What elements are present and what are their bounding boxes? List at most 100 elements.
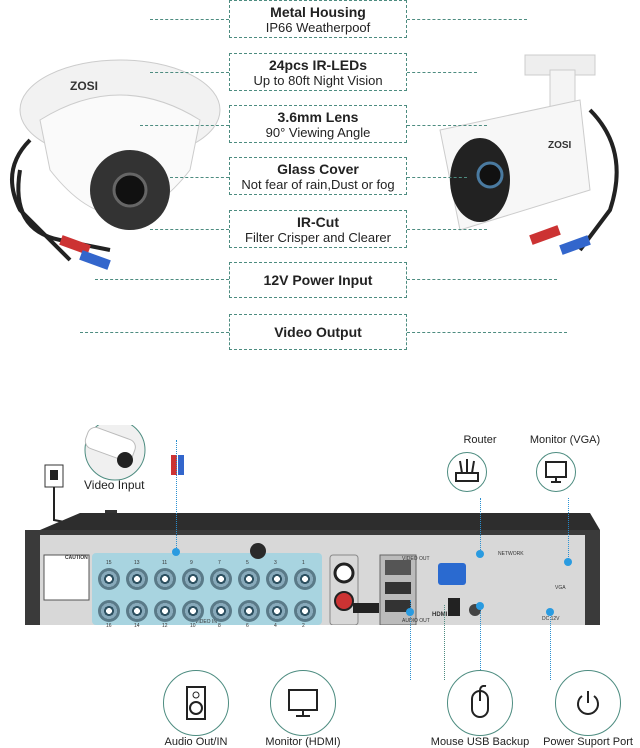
hdmi-line — [444, 605, 445, 680]
bnc-port — [294, 568, 316, 590]
port-number: 5 — [246, 560, 249, 566]
feature-title: Video Output — [274, 324, 362, 340]
feature-lens: 3.6mm Lens 90° Viewing Angle — [229, 105, 407, 143]
connector-line — [407, 125, 487, 126]
port-number: 12 — [162, 623, 168, 629]
feature-video-output: Video Output — [229, 314, 407, 350]
port-number: 8 — [218, 623, 221, 629]
feature-ir-cut: IR-Cut Filter Crisper and Clearer — [229, 210, 407, 248]
connector-line — [407, 229, 487, 230]
router-icon — [447, 452, 487, 492]
network-dot — [476, 550, 484, 558]
feature-title: IR-Cut — [297, 213, 339, 230]
audio-dot — [406, 608, 414, 616]
router-line — [480, 498, 481, 554]
vga-label: VGA — [555, 585, 566, 591]
monitor-hdmi-label: Monitor (HDMI) — [265, 736, 341, 748]
connector-line — [150, 19, 229, 20]
connector-line — [150, 229, 229, 230]
port-number: 10 — [190, 623, 196, 629]
feature-power-input: 12V Power Input — [229, 262, 407, 298]
port-number: 9 — [190, 560, 193, 566]
connector-line — [80, 332, 229, 333]
connector-line — [170, 177, 229, 178]
bnc-port — [210, 600, 232, 622]
monitor-vga-label: Monitor (VGA) — [529, 434, 601, 446]
port-number: 7 — [218, 560, 221, 566]
vga-dot — [564, 558, 572, 566]
feature-metal-housing: Metal Housing IP66 Weatherpoof — [229, 0, 407, 38]
bnc-port — [154, 568, 176, 590]
video-in-label: VIDEO IN — [195, 619, 217, 625]
bnc-port — [266, 600, 288, 622]
audio-speaker-icon — [163, 670, 229, 736]
bnc-port — [182, 600, 204, 622]
power-icon — [555, 670, 621, 736]
mouse-icon — [447, 670, 513, 736]
monitor-vga-icon — [536, 452, 576, 492]
bnc-port — [238, 568, 260, 590]
feature-subtitle: Up to 80ft Night Vision — [253, 72, 383, 88]
monitor-hdmi-icon — [270, 670, 336, 736]
svg-text:ZOSI: ZOSI — [548, 140, 572, 151]
vga-line — [568, 498, 569, 563]
port-number: 14 — [134, 623, 140, 629]
bnc-port — [294, 600, 316, 622]
connector-line — [407, 177, 467, 178]
video-input-dot — [172, 548, 180, 556]
connector-line — [95, 279, 229, 280]
audio-out-label: AUDIO OUT — [402, 618, 430, 624]
feature-title: 24pcs IR-LEDs — [268, 56, 368, 73]
feature-subtitle: Not fear of rain,Dust or fog — [241, 176, 395, 192]
feature-subtitle: IP66 Weatherpoof — [265, 19, 371, 35]
bnc-port — [238, 600, 260, 622]
feature-subtitle: Filter Crisper and Clearer — [245, 229, 391, 245]
port-number: 1 — [302, 560, 305, 566]
feature-ir-leds: 24pcs IR-LEDs Up to 80ft Night Vision — [229, 53, 407, 91]
video-input-label: Video Input — [84, 478, 145, 492]
bnc-port — [126, 568, 148, 590]
bnc-port — [126, 600, 148, 622]
port-number: 3 — [274, 560, 277, 566]
bnc-port — [98, 600, 120, 622]
feature-title: Metal Housing — [270, 3, 366, 20]
connector-line — [407, 279, 557, 280]
connector-line — [407, 332, 567, 333]
cameras-illustration: ZOSI ZOSI — [10, 54, 619, 270]
svg-text:ZOSI: ZOSI — [70, 79, 98, 93]
port-number: 13 — [134, 560, 140, 566]
bnc-port — [154, 600, 176, 622]
connector-line — [140, 125, 229, 126]
power-line — [550, 612, 551, 680]
video-input-line — [176, 440, 177, 552]
router-label: Router — [463, 434, 497, 446]
usb-label: Mouse USB Backup — [430, 736, 530, 748]
usb-dot — [476, 602, 484, 610]
network-label: NETWORK — [498, 551, 524, 557]
feature-glass-cover: Glass Cover Not fear of rain,Dust or fog — [229, 157, 407, 195]
bnc-port — [98, 568, 120, 590]
power-label: Power Suport Port — [543, 736, 633, 748]
port-number: 15 — [106, 560, 112, 566]
dome-camera: ZOSI — [10, 59, 221, 270]
feature-title: 3.6mm Lens — [277, 108, 359, 125]
feature-subtitle: 90° Viewing Angle — [265, 124, 371, 140]
port-number: 4 — [274, 623, 277, 629]
audio-line — [410, 600, 411, 680]
audio-label: Audio Out/IN — [164, 736, 228, 748]
connector-line — [150, 72, 229, 73]
caution-label: CAUTION — [65, 555, 88, 561]
hdmi-label: HDMI — [432, 612, 448, 618]
power-dot — [546, 608, 554, 616]
bullet-camera: ZOSI — [439, 54, 619, 255]
connector-line — [407, 19, 527, 20]
usb-line — [480, 605, 481, 680]
port-number: 11 — [162, 560, 168, 566]
bnc-port — [182, 568, 204, 590]
connector-line — [407, 72, 477, 73]
feature-title: 12V Power Input — [263, 272, 373, 288]
port-number: 2 — [302, 623, 305, 629]
bnc-port — [210, 568, 232, 590]
feature-title: Glass Cover — [277, 160, 359, 177]
video-out-label: VIDEO OUT — [402, 556, 430, 562]
